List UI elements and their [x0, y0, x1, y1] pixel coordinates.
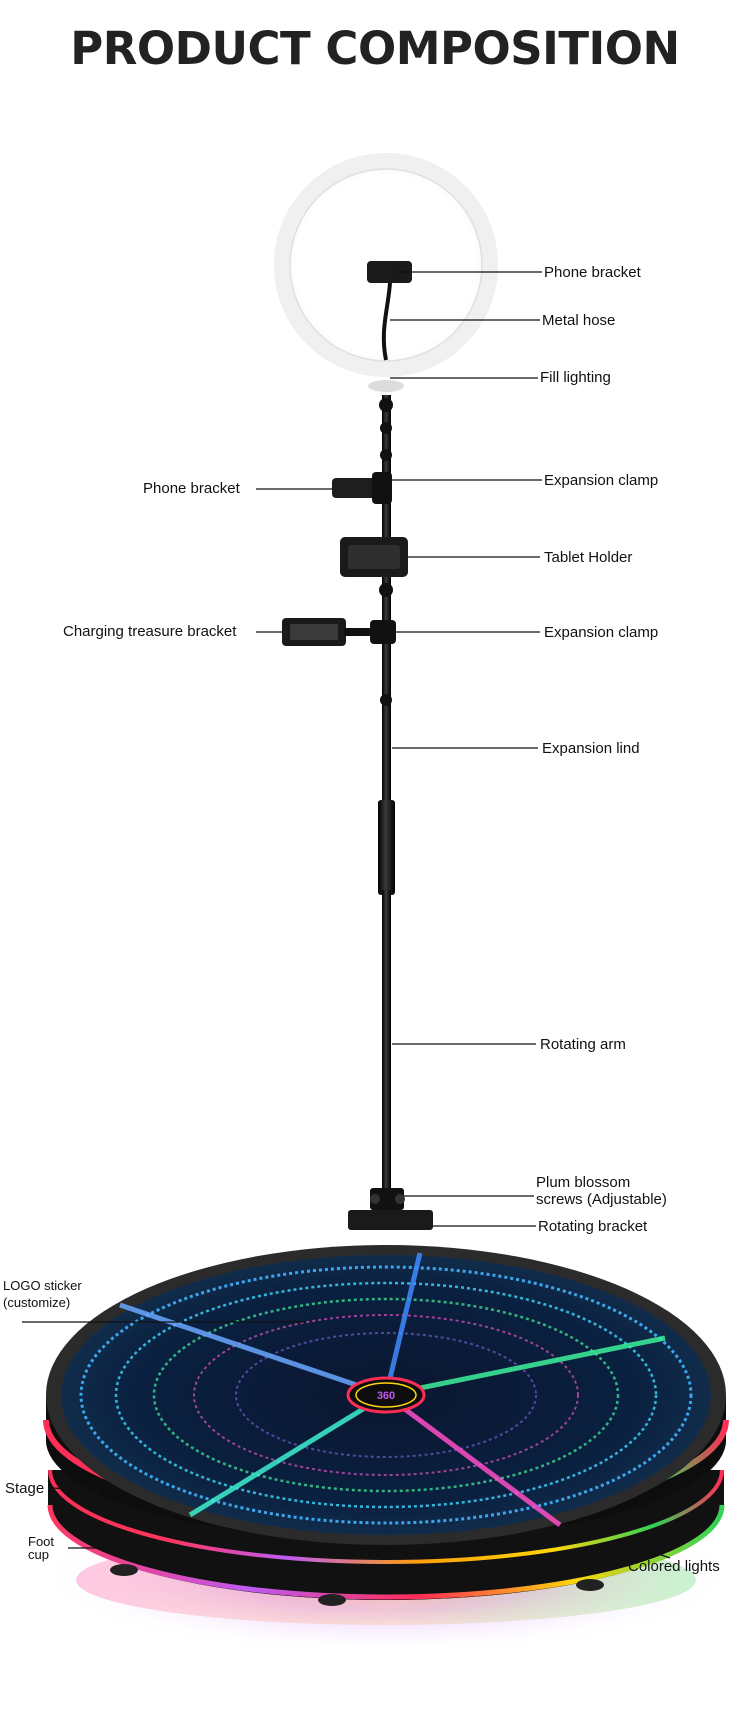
label-fill-lighting: Fill lighting [540, 369, 611, 386]
label-expansion-clamp-2: Expansion clamp [544, 624, 659, 641]
label-expansion-clamp-1: Expansion clamp [544, 472, 659, 489]
label-colored-lights: Colored lights [628, 1558, 720, 1575]
label-plum-blossom-1: Plum blossom [536, 1174, 631, 1191]
label-expansion-lind: Expansion lind [542, 740, 640, 757]
callout-lines [22, 271, 671, 1559]
label-stage: Stage [5, 1480, 45, 1497]
label-rotating-bracket: Rotating bracket [538, 1218, 648, 1235]
rotating-bracket-shape [348, 1188, 433, 1230]
label-phone-bracket-top: Phone bracket [544, 264, 641, 281]
label-tablet-holder: Tablet Holder [544, 549, 633, 566]
tablet-holder-shape [340, 537, 408, 577]
label-logo-sticker-2: (customize) [3, 1295, 71, 1310]
phone-bracket-left-shape [332, 472, 392, 504]
label-metal-hose: Metal hose [542, 312, 616, 329]
label-phone-bracket-left: Phone bracket [143, 480, 240, 497]
charging-bracket-shape [282, 618, 396, 646]
stage-shape: 360 [43, 1245, 729, 1606]
label-charging-bracket: Charging treasure bracket [63, 623, 237, 640]
pole-shape [378, 395, 395, 1190]
label-foot-cup-1: Foot [28, 1534, 55, 1549]
label-foot-cup-2: cup [28, 1547, 49, 1562]
label-rotating-arm: Rotating arm [540, 1036, 626, 1053]
logo-sticker-text: 360 [377, 1390, 395, 1402]
page-title: PRODUCT COMPOSITION [70, 22, 680, 75]
label-plum-blossom-2: screws (Adjustable) [536, 1191, 667, 1208]
phone-bracket-top-shape [367, 261, 412, 361]
label-logo-sticker-1: LOGO sticker [3, 1278, 82, 1293]
